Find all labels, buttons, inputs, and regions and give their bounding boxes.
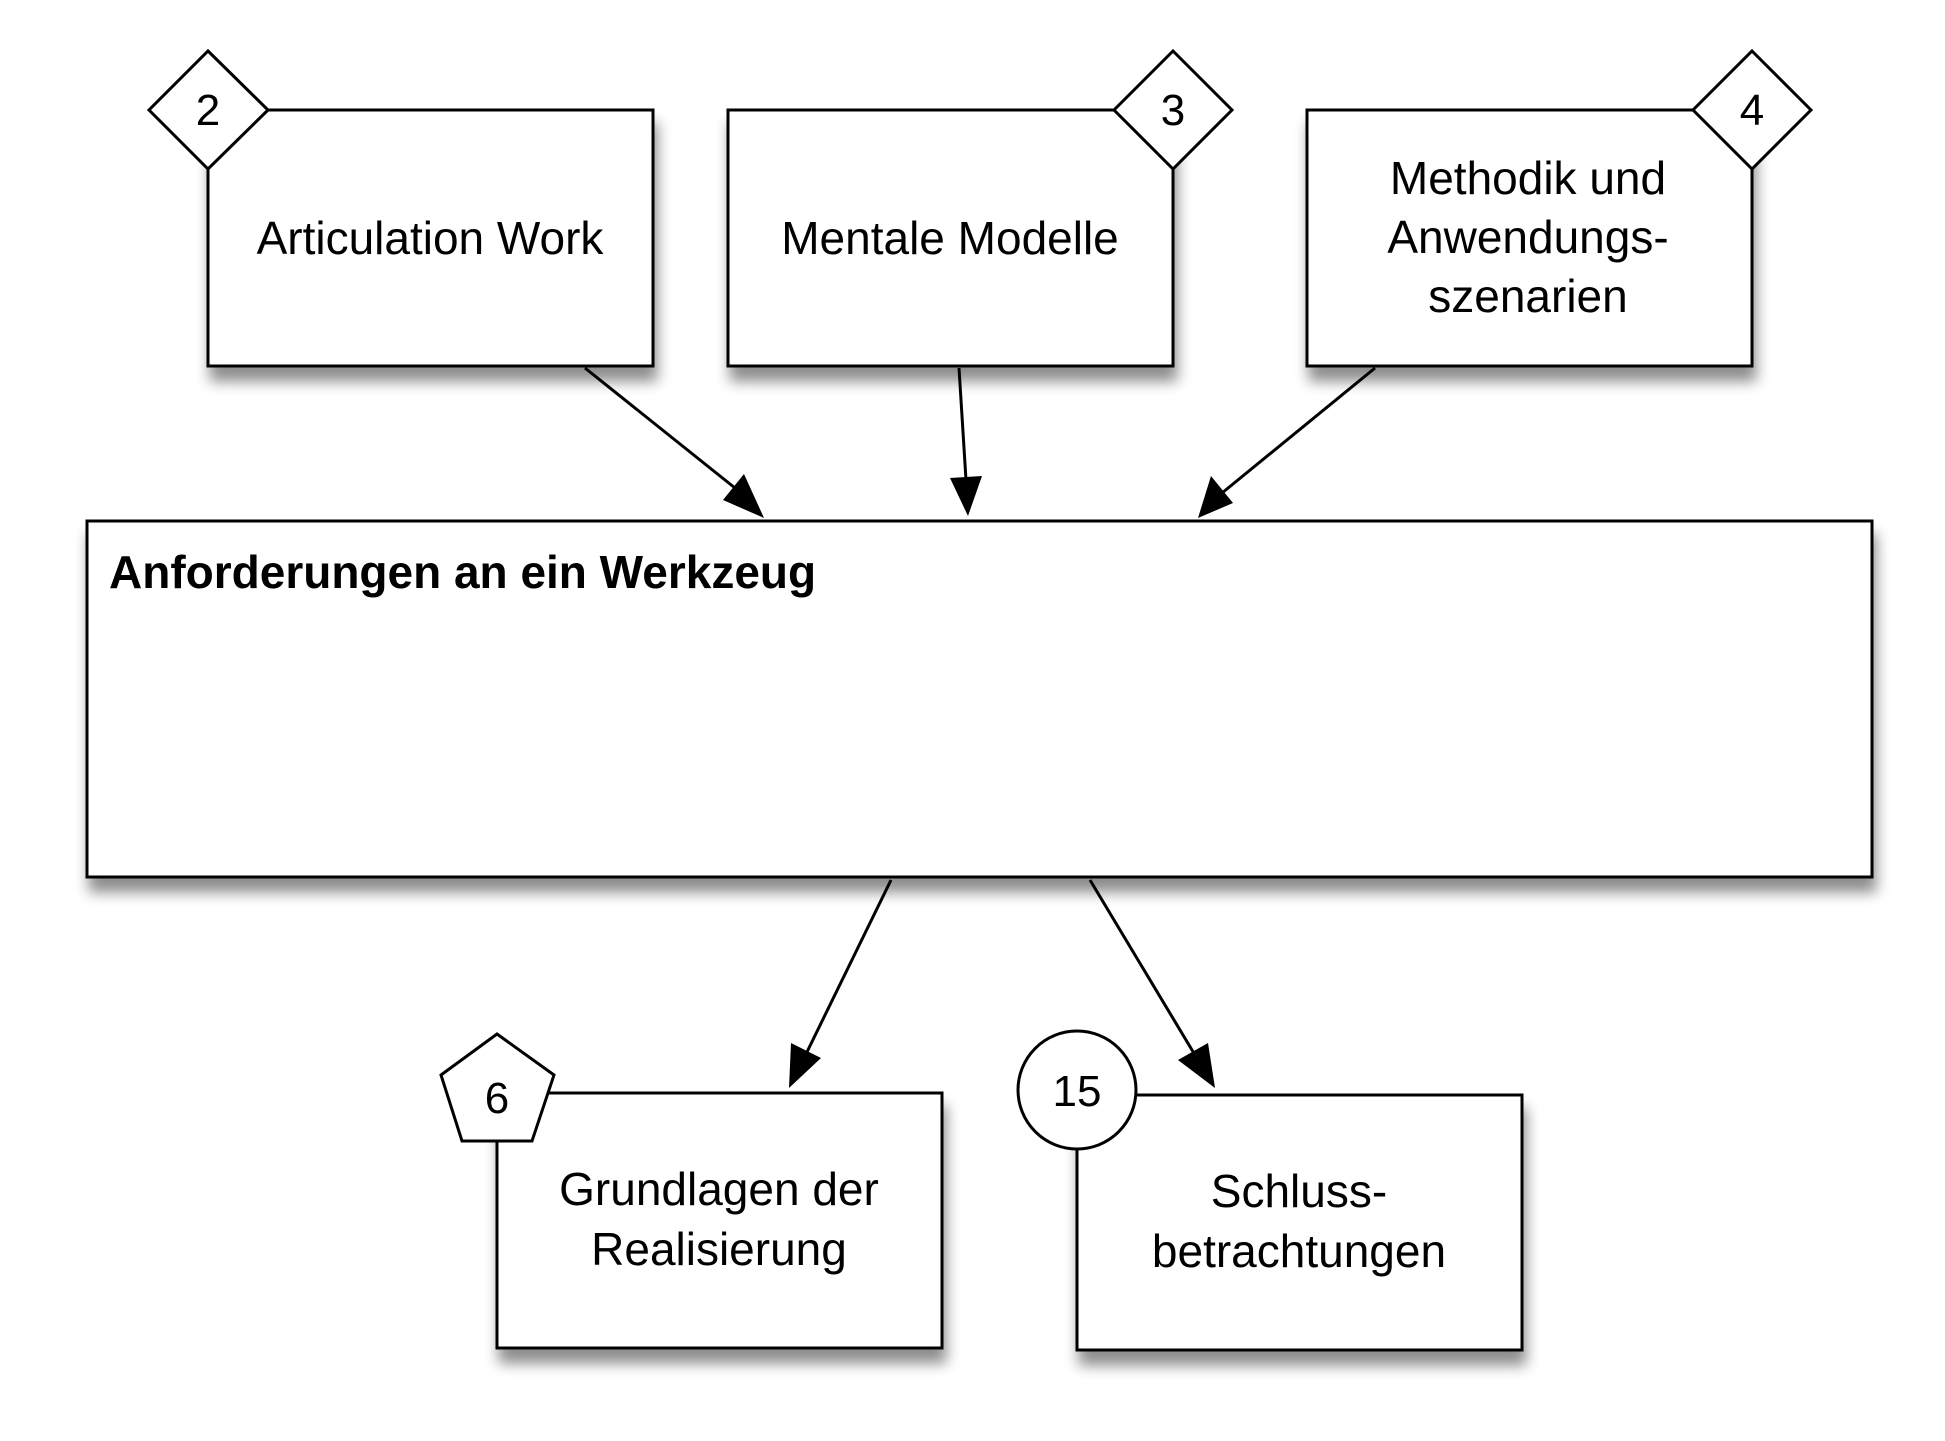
node-label-line-2: Realisierung: [591, 1223, 847, 1275]
node-label-line-2: betrachtungen: [1152, 1225, 1446, 1277]
main-title: Anforderungen an ein Werkzeug: [109, 546, 816, 598]
arrowhead-3: [1198, 476, 1233, 518]
box: [495, 1091, 944, 1350]
badge-number: 4: [1740, 86, 1764, 135]
arrow-requirements-to-grundlagen: [804, 879, 893, 1055]
diamond-badge-icon: [146, 48, 271, 172]
box: [206, 108, 655, 368]
connectors: [584, 366, 1376, 1088]
arrow-requirements-to-schluss: [1088, 879, 1197, 1056]
arrowhead-4: [789, 1043, 821, 1088]
node-articulation-work: Articulation Work 2: [146, 48, 655, 368]
circle-badge-icon: [1016, 1029, 1138, 1151]
node-label: Articulation Work: [257, 212, 605, 264]
arrowhead-2: [950, 476, 982, 516]
node-label-line-1: Methodik und: [1390, 152, 1666, 204]
diamond-badge-icon: [1690, 48, 1814, 172]
diamond-badge-icon: [1111, 48, 1235, 172]
node-label-line-2: Anwendungs-: [1387, 211, 1668, 263]
node-requirements: Anforderungen an ein Werkzeug: [85, 519, 1874, 879]
box: [726, 108, 1175, 368]
badge-number: 15: [1053, 1067, 1102, 1116]
pentagon-badge-icon: [439, 1032, 556, 1143]
node-schluss: Schluss- betrachtungen 15: [1016, 1029, 1524, 1352]
node-label: Mentale Modelle: [781, 212, 1119, 264]
arrow-articulation-to-requirements: [584, 366, 741, 494]
box: [1075, 1093, 1524, 1352]
badge-number: 3: [1161, 86, 1185, 135]
box: [85, 519, 1874, 879]
arrow-methodik-to-requirements: [1221, 366, 1376, 495]
arrowhead-1: [723, 474, 764, 518]
arrowhead-5: [1178, 1043, 1215, 1088]
box: [1305, 108, 1754, 368]
node-methodik: Methodik und Anwendungs- szenarien 4: [1305, 48, 1814, 368]
node-mentale-modelle: Mentale Modelle 3: [726, 48, 1235, 368]
node-label-line-3: szenarien: [1428, 270, 1627, 322]
node-label-line-1: Schluss-: [1211, 1165, 1387, 1217]
node-grundlagen: Grundlagen der Realisierung 6: [439, 1032, 944, 1350]
arrow-mentale-to-requirements: [957, 367, 968, 481]
badge-number: 2: [196, 86, 220, 135]
node-label-line-1: Grundlagen der: [559, 1163, 879, 1215]
badge-number: 6: [485, 1074, 509, 1123]
